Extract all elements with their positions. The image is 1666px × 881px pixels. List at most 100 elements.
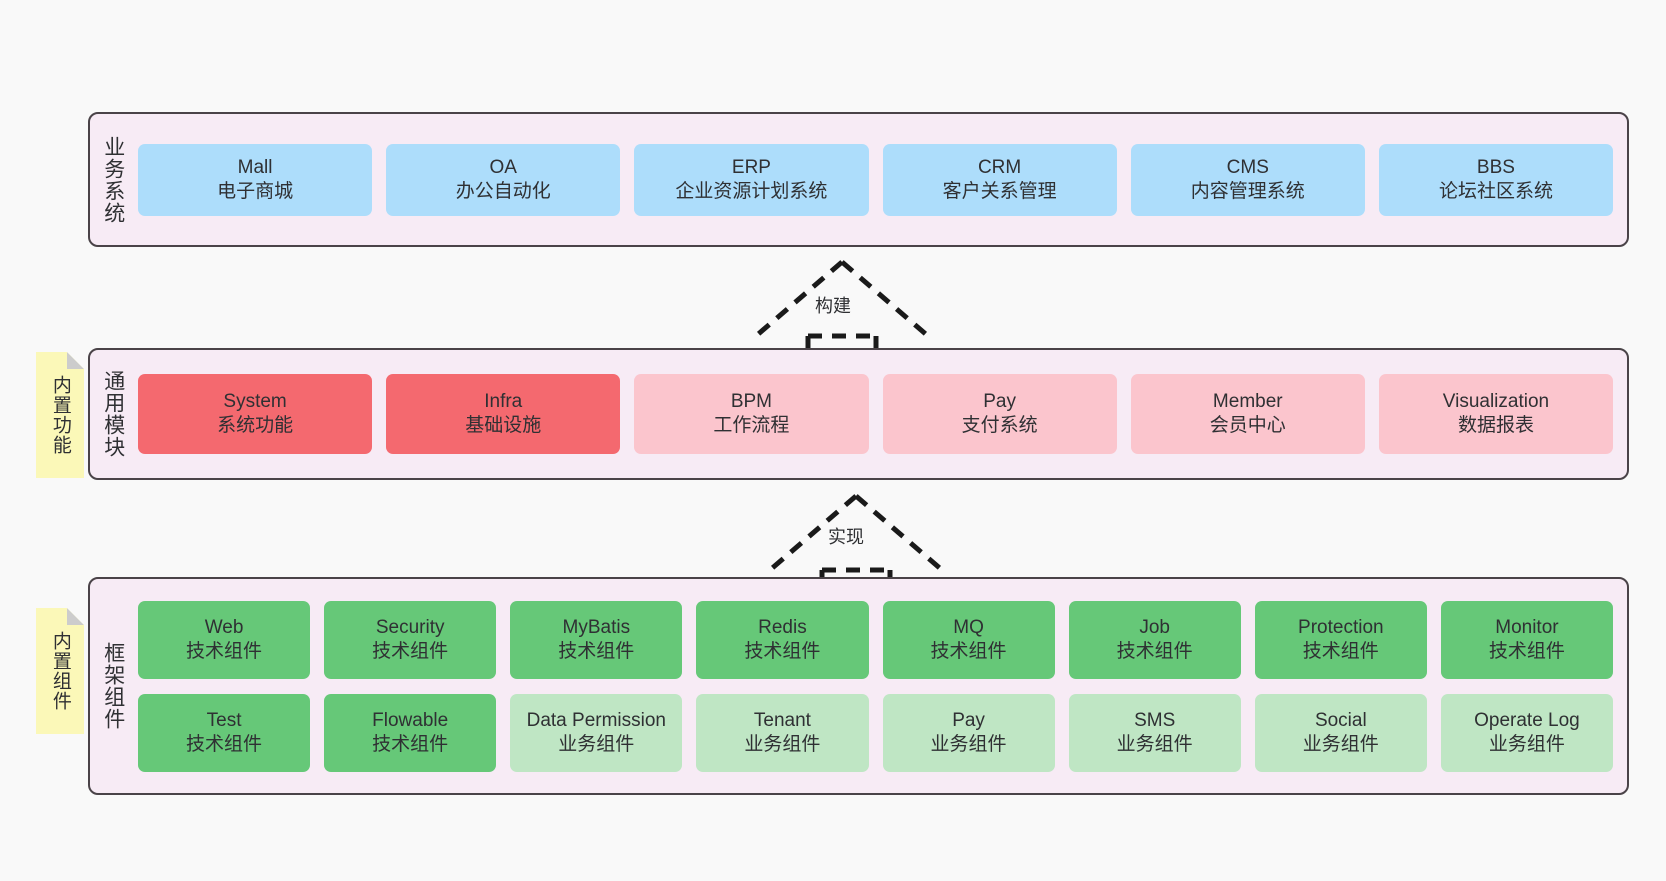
node-label-en: System bbox=[223, 391, 287, 413]
node-label-en: Test bbox=[206, 709, 242, 731]
node-label-en: Mall bbox=[237, 156, 273, 178]
node-label-en: Protection bbox=[1298, 616, 1384, 638]
node-row: System 系统功能 Infra 基础设施 BPM 工作流程 Pay 支付系统… bbox=[138, 374, 1614, 454]
node-row: Web 技术组件 Security 技术组件 MyBatis 技术组件 Redi… bbox=[138, 600, 1613, 679]
node-erp[interactable]: ERP 企业资源计划系统 bbox=[634, 143, 869, 216]
node-label-en: SMS bbox=[1134, 709, 1176, 731]
node-member[interactable]: Member 会员中心 bbox=[1130, 374, 1365, 454]
node-label-cn: 技术组件 bbox=[558, 640, 635, 662]
layer-framework-components: 框架组件 Web 技术组件 Security 技术组件 MyBatis 技术组件… bbox=[88, 577, 1629, 795]
node-mall[interactable]: Mall 电子商城 bbox=[138, 143, 373, 216]
layer-body-business-systems: Mall 电子商城 OA 办公自动化 ERP 企业资源计划系统 CRM 客户关系… bbox=[136, 114, 1627, 245]
node-label-cn: 技术组件 bbox=[1116, 640, 1193, 662]
node-label-en: Web bbox=[204, 616, 244, 638]
node-label-en: Data Permission bbox=[526, 709, 666, 731]
node-oa[interactable]: OA 办公自动化 bbox=[386, 143, 621, 216]
node-label-en: CRM bbox=[977, 156, 1022, 178]
sticky-note-builtin-functions: 内置功能 bbox=[36, 352, 84, 478]
node-data-permission[interactable]: Data Permission 业务组件 bbox=[510, 693, 683, 772]
node-operate-log[interactable]: Operate Log 业务组件 bbox=[1440, 693, 1613, 772]
sticky-fold-corner-icon bbox=[67, 352, 84, 369]
node-label-cn: 技术组件 bbox=[372, 640, 449, 662]
node-label-cn: 工作流程 bbox=[713, 415, 790, 436]
node-row: Test 技术组件 Flowable 技术组件 Data Permission … bbox=[138, 693, 1613, 772]
node-visualization[interactable]: Visualization 数据报表 bbox=[1378, 374, 1614, 454]
node-social[interactable]: Social 业务组件 bbox=[1254, 693, 1427, 772]
node-label-cn: 客户关系管理 bbox=[942, 180, 1057, 202]
node-label-en: Operate Log bbox=[1474, 709, 1580, 731]
node-label-en: Pay bbox=[983, 391, 1016, 413]
layer-title-business-systems: 业务系统 bbox=[101, 135, 125, 224]
node-test[interactable]: Test 技术组件 bbox=[138, 693, 311, 772]
node-label-cn: 业务组件 bbox=[1302, 733, 1379, 755]
node-label-cn: 技术组件 bbox=[744, 640, 821, 662]
node-label-en: Job bbox=[1139, 616, 1170, 638]
node-protection[interactable]: Protection 技术组件 bbox=[1254, 600, 1427, 679]
connector-build-label: 构建 bbox=[815, 296, 851, 316]
node-tenant[interactable]: Tenant 业务组件 bbox=[696, 693, 869, 772]
node-label-en: OA bbox=[489, 156, 517, 178]
node-sms[interactable]: SMS 业务组件 bbox=[1068, 693, 1241, 772]
node-label-cn: 支付系统 bbox=[961, 415, 1038, 436]
node-label-en: Monitor bbox=[1495, 616, 1559, 638]
node-cms[interactable]: CMS 内容管理系统 bbox=[1130, 143, 1365, 216]
node-label-cn: 业务组件 bbox=[930, 733, 1007, 755]
sticky-note-label: 内置组件 bbox=[49, 631, 71, 711]
sticky-note-label: 内置功能 bbox=[49, 375, 71, 455]
node-system[interactable]: System 系统功能 bbox=[138, 374, 373, 454]
node-label-cn: 技术组件 bbox=[1302, 640, 1379, 662]
node-infra[interactable]: Infra 基础设施 bbox=[386, 374, 621, 454]
node-bpm[interactable]: BPM 工作流程 bbox=[634, 374, 869, 454]
node-label-cn: 办公自动化 bbox=[455, 180, 551, 202]
layer-title-common-modules: 通用模块 bbox=[101, 370, 125, 458]
node-label-en: Tenant bbox=[753, 709, 811, 731]
node-label-cn: 系统功能 bbox=[217, 415, 294, 436]
node-pay-component[interactable]: Pay 业务组件 bbox=[882, 693, 1055, 772]
node-label-cn: 技术组件 bbox=[930, 640, 1007, 662]
node-label-cn: 业务组件 bbox=[1116, 733, 1193, 755]
node-label-en: Member bbox=[1212, 391, 1283, 413]
node-label-cn: 企业资源计划系统 bbox=[675, 180, 828, 202]
node-monitor[interactable]: Monitor 技术组件 bbox=[1440, 600, 1613, 679]
node-label-en: Redis bbox=[758, 616, 807, 638]
connector-implement-label: 实现 bbox=[828, 527, 864, 547]
sticky-fold-corner-icon bbox=[67, 608, 84, 625]
node-job[interactable]: Job 技术组件 bbox=[1068, 600, 1241, 679]
node-label-en: Visualization bbox=[1442, 391, 1550, 413]
node-label-en: MyBatis bbox=[562, 616, 631, 638]
node-label-cn: 内容管理系统 bbox=[1190, 180, 1305, 202]
node-security[interactable]: Security 技术组件 bbox=[324, 600, 497, 679]
node-label-cn: 业务组件 bbox=[744, 733, 821, 755]
node-pay-module[interactable]: Pay 支付系统 bbox=[882, 374, 1117, 454]
node-web[interactable]: Web 技术组件 bbox=[138, 600, 311, 679]
node-label-en: MQ bbox=[953, 616, 984, 638]
node-label-en: Security bbox=[375, 616, 445, 638]
node-label-cn: 业务组件 bbox=[1488, 733, 1565, 755]
node-label-en: Flowable bbox=[372, 709, 449, 731]
node-flowable[interactable]: Flowable 技术组件 bbox=[324, 693, 497, 772]
layer-body-framework-components: Web 技术组件 Security 技术组件 MyBatis 技术组件 Redi… bbox=[136, 579, 1627, 793]
node-redis[interactable]: Redis 技术组件 bbox=[696, 600, 869, 679]
node-label-en: ERP bbox=[731, 156, 771, 178]
layer-common-modules: 通用模块 System 系统功能 Infra 基础设施 BPM 工作流程 Pay… bbox=[88, 348, 1629, 480]
node-label-cn: 技术组件 bbox=[372, 733, 449, 755]
node-label-en: BBS bbox=[1476, 156, 1515, 178]
node-label-cn: 电子商城 bbox=[217, 180, 294, 202]
node-bbs[interactable]: BBS 论坛社区系统 bbox=[1378, 143, 1614, 216]
node-label-en: CMS bbox=[1226, 156, 1269, 178]
node-label-en: Pay bbox=[952, 709, 985, 731]
node-row: Mall 电子商城 OA 办公自动化 ERP 企业资源计划系统 CRM 客户关系… bbox=[138, 143, 1614, 216]
node-label-en: Infra bbox=[484, 391, 523, 413]
node-mq[interactable]: MQ 技术组件 bbox=[882, 600, 1055, 679]
node-label-cn: 业务组件 bbox=[558, 733, 635, 755]
node-label-cn: 技术组件 bbox=[186, 640, 263, 662]
node-label-en: BPM bbox=[730, 391, 773, 413]
node-crm[interactable]: CRM 客户关系管理 bbox=[882, 143, 1117, 216]
layer-title-framework-components: 框架组件 bbox=[101, 642, 125, 730]
node-label-cn: 论坛社区系统 bbox=[1438, 180, 1553, 202]
node-label-cn: 数据报表 bbox=[1457, 415, 1534, 436]
node-label-cn: 会员中心 bbox=[1209, 415, 1286, 436]
node-label-cn: 技术组件 bbox=[1488, 640, 1565, 662]
node-mybatis[interactable]: MyBatis 技术组件 bbox=[510, 600, 683, 679]
